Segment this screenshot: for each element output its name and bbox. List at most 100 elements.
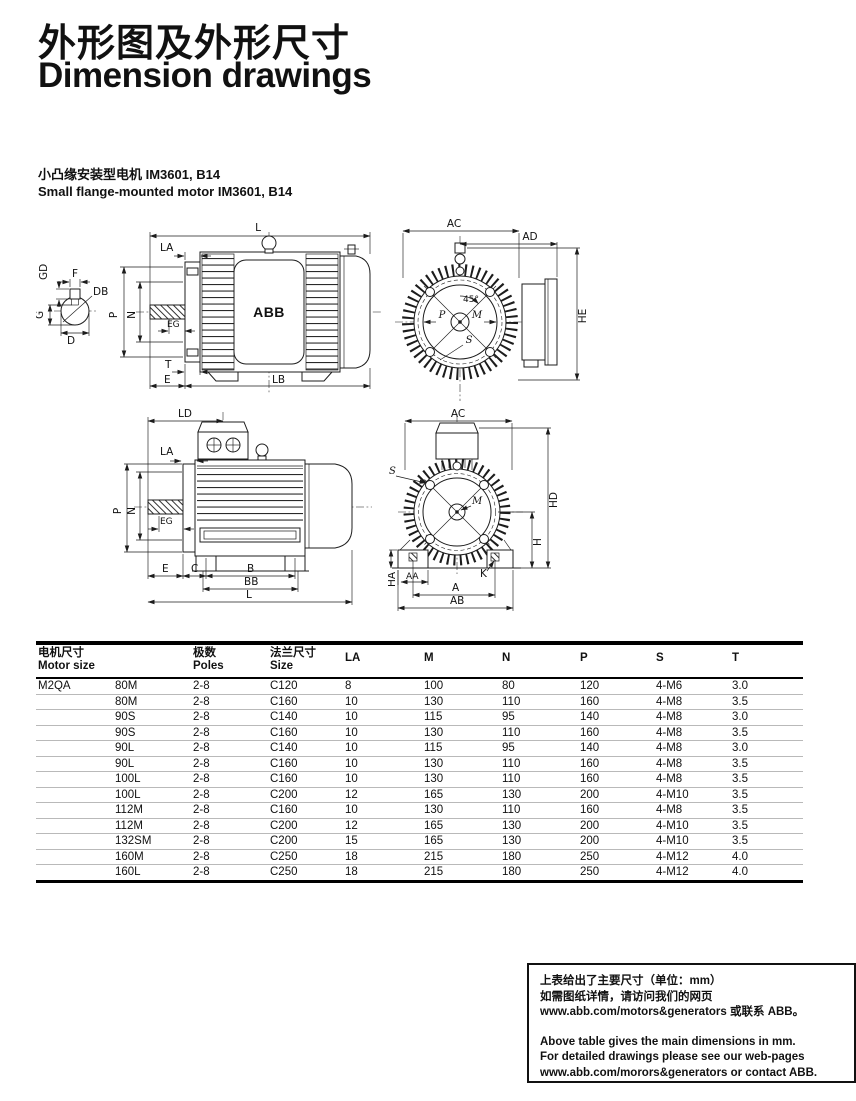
cell-frame-size: 100L <box>113 787 191 803</box>
cell-poles: 2-8 <box>193 866 210 878</box>
dim-label-e3: E <box>162 563 169 575</box>
cell-n: 130 <box>500 787 578 803</box>
table-row: M2QA 80M 2-8 C120 8 100 80 120 4-M6 3.0 <box>36 678 803 695</box>
cell-motor-series <box>36 802 113 819</box>
flange-bolt-hole <box>485 347 495 357</box>
cell-poles: 2-8 <box>191 725 268 741</box>
note-line-zh-1: 上表给出了主要尺寸（单位：mm） <box>540 975 722 987</box>
cell-frame-size: 100L <box>113 771 191 788</box>
cell-poles: 2-8 <box>191 756 268 772</box>
dim-label-he: HE <box>577 309 589 324</box>
dim-label-la: LA <box>160 242 174 254</box>
dim-label-k: K <box>480 568 488 580</box>
cell-la: 10 <box>343 740 422 757</box>
header-poles: 极数 Poles <box>193 647 224 672</box>
dim-label-ac: AC <box>447 218 461 230</box>
dim-label-p: P <box>108 312 120 318</box>
foot-hole <box>490 552 500 562</box>
dim-label-ab: AB <box>450 595 464 607</box>
header-motor-size: 电机尺寸 Motor size <box>38 647 95 672</box>
note-line-en-3: www.abb.com/morors&generators or contact… <box>540 1066 818 1079</box>
flange-side-dimensions: L LA P N EG T E LB <box>108 222 371 389</box>
table-row: 90S 2-8 C160 10 130 110 160 4-M8 3.5 <box>36 725 803 741</box>
cell-n: 130 <box>500 818 578 834</box>
cell-motor-series <box>36 725 113 741</box>
cell-la: 12 <box>343 787 422 803</box>
dim-label-m4: M <box>471 496 483 507</box>
fan-cover <box>304 463 353 549</box>
cell-n: 180 <box>502 866 522 878</box>
cell-p: 160 <box>578 725 654 741</box>
flange-bolt-hole <box>425 534 435 544</box>
terminal-box <box>197 431 249 460</box>
lifting-eye <box>261 235 277 251</box>
table-row: 132SM 2-8 C200 15 165 130 200 4-M10 3.5 <box>36 833 803 850</box>
header-n: N <box>502 651 511 664</box>
cell-motor-series <box>36 771 113 788</box>
dim-label-eg: EG <box>167 320 180 330</box>
cell-n: 110 <box>500 725 578 741</box>
cell-poles: 2-8 <box>191 740 268 757</box>
cell-frame-size: 90S <box>113 725 191 741</box>
cell-m: 115 <box>422 740 500 757</box>
cell-frame-size: 90L <box>113 756 191 772</box>
cell-p: 140 <box>578 740 654 757</box>
dim-label-ld: LD <box>178 408 192 420</box>
cell-p: 200 <box>578 833 654 850</box>
dim-label-n3: N <box>126 507 138 515</box>
cell-poles: 2-8 <box>191 787 268 803</box>
header-t: T <box>732 651 740 664</box>
header-frame <box>113 643 191 678</box>
cell-s: 4-M10 <box>654 787 730 803</box>
cell-t: 3.5 <box>730 787 803 803</box>
dim-label-ha: HA <box>388 571 398 587</box>
cell-motor-series <box>36 740 113 757</box>
dim-label-h: H <box>532 538 544 546</box>
table-row: 160L 2-8 C250 18 215 180 250 4-M12 4.0 <box>36 865 803 882</box>
cell-m: 165 <box>422 833 500 850</box>
cell-motor-series <box>36 849 113 865</box>
cell-frame-size: 90L <box>113 740 191 757</box>
note-line-zh-3: www.abb.com/motors&generators 或联系 ABB。 <box>540 1006 805 1018</box>
cell-motor-series <box>36 818 113 834</box>
dim-label-f: F <box>72 268 78 280</box>
drawing-flange-front-view: 45° P M S AC AD HE <box>395 218 589 401</box>
dim-label-lb: LB <box>272 374 285 386</box>
terminal-box-cap <box>435 422 479 434</box>
cell-t: 3.5 <box>730 694 803 710</box>
terminal-box-cap <box>197 421 249 433</box>
cell-t: 3.5 <box>730 818 803 834</box>
cell-la: 10 <box>343 725 422 741</box>
header-la: LA <box>345 651 361 664</box>
cell-frame-size: 160L <box>115 866 141 878</box>
cell-flange-size: C160 <box>268 725 343 741</box>
cell-la: 18 <box>343 849 422 865</box>
dim-label-s2: S <box>466 335 473 346</box>
table-row: 160M 2-8 C250 18 215 180 250 4-M12 4.0 <box>36 849 803 865</box>
cell-t: 3.5 <box>730 756 803 772</box>
dim-label-gd: GD <box>38 264 50 280</box>
drawing-foot-front-view: AC S M HD H HA AA K A AB <box>388 408 560 611</box>
terminal-box-side <box>521 283 546 361</box>
cell-t: 3.5 <box>730 771 803 788</box>
cell-la: 10 <box>343 709 422 726</box>
cell-s: 4-M8 <box>654 740 730 757</box>
flange-bolt-hole <box>425 287 435 297</box>
cell-p: 160 <box>578 756 654 772</box>
cell-la: 15 <box>343 833 422 850</box>
cell-poles: 2-8 <box>191 694 268 710</box>
cell-p: 200 <box>578 818 654 834</box>
cell-s: 4-M12 <box>656 866 689 878</box>
note-line-en-1: Above table gives the main dimensions in… <box>540 1035 796 1048</box>
drawing-caption-zh: 小凸缘安装型电机 IM3601, B14 <box>38 167 221 182</box>
cell-n: 110 <box>500 802 578 819</box>
flange-plate <box>184 261 201 363</box>
cell-s: 4-M8 <box>654 725 730 741</box>
cell-m: 215 <box>422 849 500 865</box>
cell-flange-size: C200 <box>268 833 343 850</box>
cell-n: 95 <box>500 740 578 757</box>
shaft <box>147 499 184 515</box>
cell-frame-size: 80M <box>113 678 191 695</box>
abb-logo-text: ABB <box>253 304 285 320</box>
table-header-row: 电机尺寸 Motor size 极数 Poles 法兰尺寸 Size LA M … <box>36 643 803 678</box>
